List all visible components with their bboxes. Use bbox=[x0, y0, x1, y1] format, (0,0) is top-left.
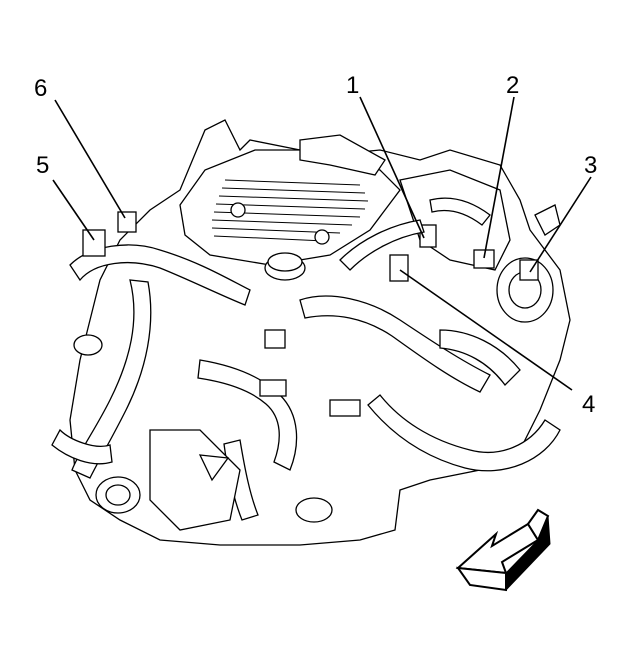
engine-illustration bbox=[51, 119, 571, 546]
leader-line-3 bbox=[529, 176, 592, 273]
leader-line-1 bbox=[359, 96, 425, 239]
leader-line-5 bbox=[52, 179, 95, 241]
callout-6: 6 bbox=[34, 75, 47, 102]
callout-5: 5 bbox=[36, 152, 49, 179]
leader-line-6 bbox=[54, 99, 126, 219]
leader-line-4 bbox=[399, 269, 573, 391]
leader-line-2 bbox=[483, 96, 515, 259]
leader-lines bbox=[52, 96, 592, 391]
callout-4: 4 bbox=[582, 391, 595, 418]
callout-3: 3 bbox=[584, 152, 597, 179]
callout-2: 2 bbox=[506, 72, 519, 99]
front-of-vehicle-arrow-icon bbox=[455, 508, 551, 592]
callout-1: 1 bbox=[346, 72, 359, 99]
